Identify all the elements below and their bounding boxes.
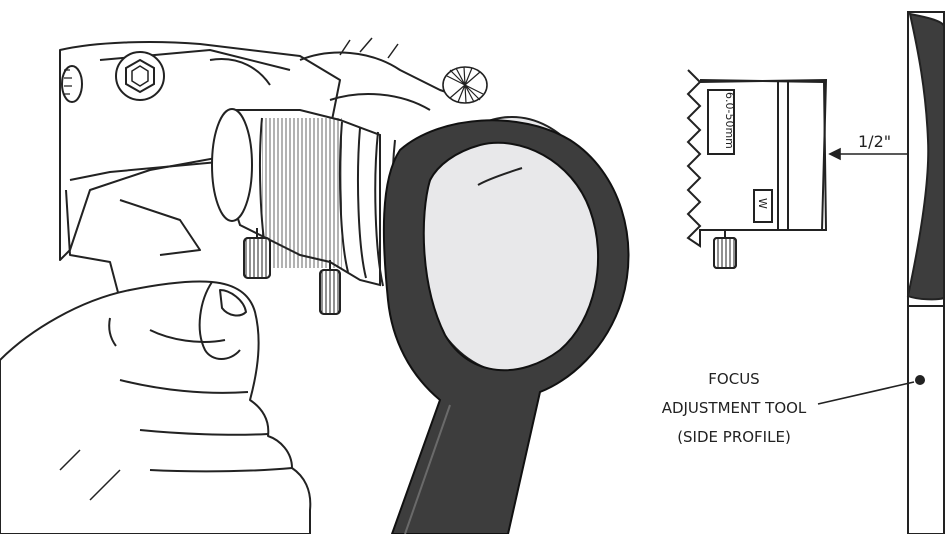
- callout-line-1: FOCUS: [708, 370, 759, 388]
- side-knob-icon: [62, 66, 82, 102]
- callout-line-3: (SIDE PROFILE): [677, 428, 791, 446]
- lens-setting-label: W: [756, 198, 769, 209]
- callout-leader-line: [818, 382, 914, 404]
- cable-bundle-icon: [443, 67, 487, 103]
- lens-profile-diagram: [688, 70, 826, 268]
- measurement-label: 1/2": [858, 132, 891, 151]
- lens-range-label: 6.0-50mm: [723, 92, 736, 149]
- lens-thumbscrew: [320, 260, 340, 314]
- hex-bolt-icon: [116, 52, 164, 100]
- camera-lens: [212, 109, 400, 290]
- callout-text: FOCUS ADJUSTMENT TOOL (SIDE PROFILE): [662, 370, 807, 446]
- callout-line-2: ADJUSTMENT TOOL: [662, 399, 807, 417]
- tool-side-profile: [908, 12, 944, 534]
- hand: [0, 281, 310, 534]
